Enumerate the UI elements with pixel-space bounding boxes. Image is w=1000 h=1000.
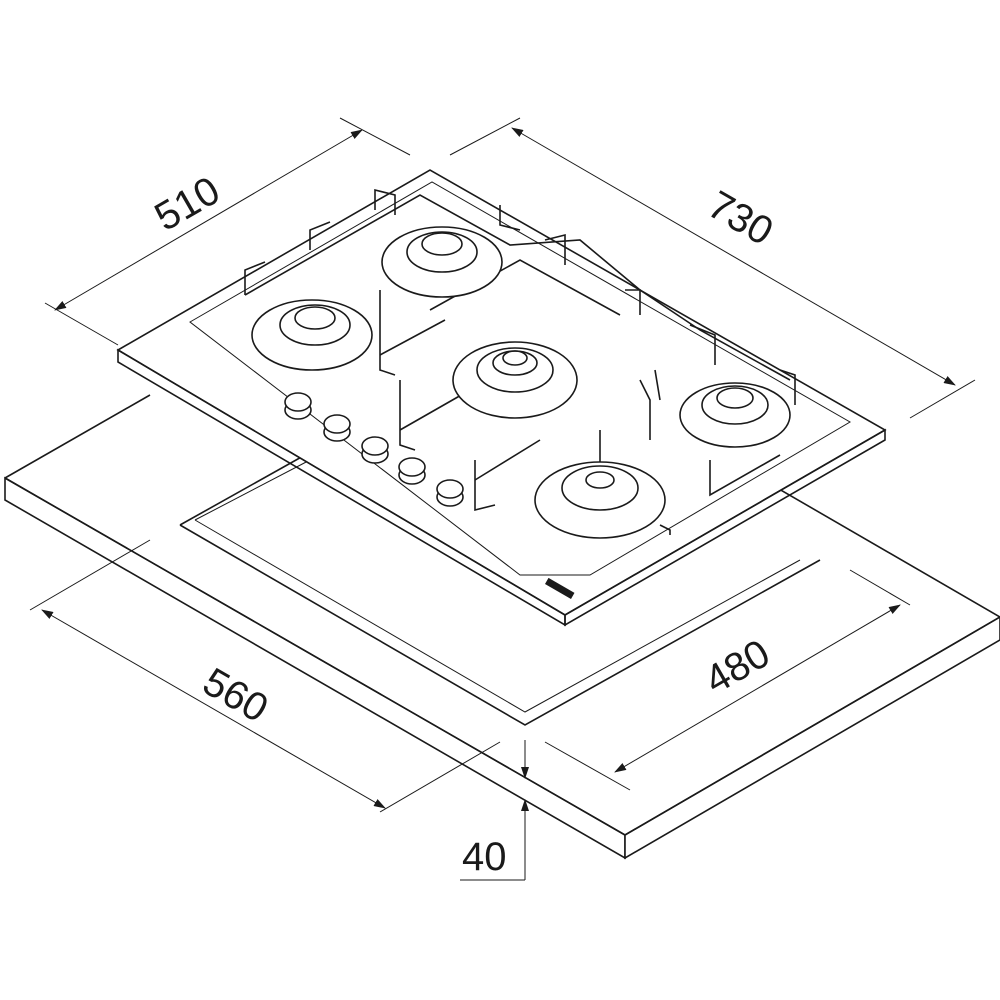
hob: [116, 169, 887, 627]
burner-front: [534, 461, 666, 539]
dimension-label-730: 730: [701, 183, 781, 254]
burner-center: [452, 341, 578, 419]
dimension-40: 40: [460, 740, 529, 881]
knob-5[interactable]: [436, 479, 464, 507]
burner-rear-center: [381, 226, 503, 298]
dimension-label-40: 40: [462, 835, 507, 879]
knob-1[interactable]: [284, 392, 312, 420]
knob-4[interactable]: [398, 457, 426, 485]
dimension-label-480: 480: [698, 631, 778, 702]
dimension-480: 480: [544, 569, 911, 791]
dimension-label-560: 560: [196, 660, 276, 731]
burner-rear-left: [251, 299, 373, 371]
brand-logo: [545, 577, 575, 599]
control-knobs: [284, 392, 464, 507]
knob-2[interactable]: [323, 414, 351, 442]
knob-3[interactable]: [361, 436, 389, 464]
dimension-560: 560: [29, 539, 501, 813]
burner-right: [679, 382, 791, 448]
dimension-label-510: 510: [148, 168, 228, 239]
